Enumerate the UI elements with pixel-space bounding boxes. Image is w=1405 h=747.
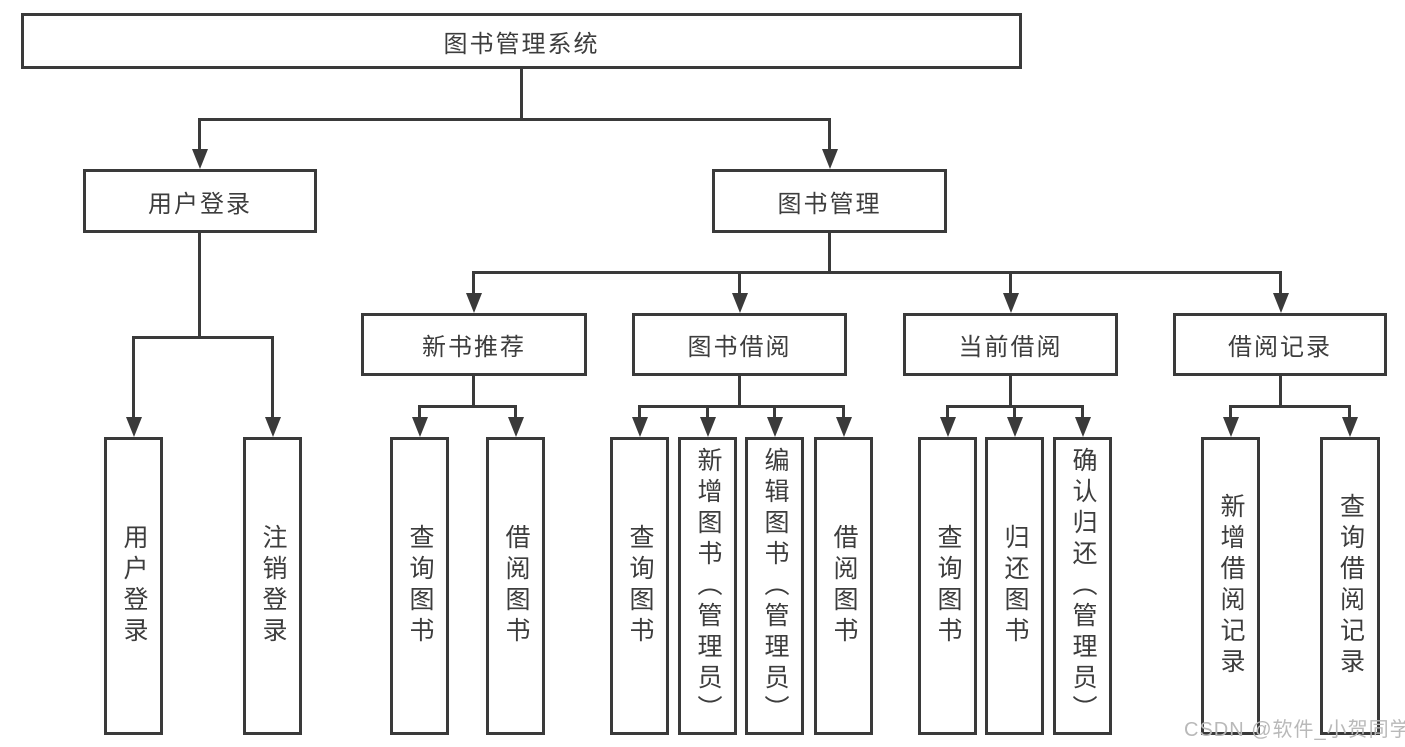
leaf-add-book-admin-label: 新增图书（管理员） <box>694 446 722 726</box>
node-new-book-recommend-label: 新书推荐 <box>422 334 526 361</box>
arrow-down-icon <box>412 417 428 437</box>
node-borrow-records-label: 借阅记录 <box>1228 334 1332 361</box>
connector-to-leaf <box>132 336 135 417</box>
leaf-edit-book-admin-label: 编辑图书（管理员） <box>761 446 789 726</box>
leaf-confirm-return-admin-label: 确认归还（管理员） <box>1069 446 1097 726</box>
node-root: 图书管理系统 <box>21 13 1022 69</box>
arrow-down-icon <box>1003 293 1019 313</box>
arrow-down-icon <box>1007 417 1023 437</box>
arrow-down-icon <box>732 293 748 313</box>
arrow-down-icon <box>1223 417 1239 437</box>
connector-to-new-book <box>472 271 475 293</box>
leaf-borrow-book-1: 借阅图书 <box>486 437 545 735</box>
node-book-management: 图书管理 <box>712 169 947 233</box>
arrow-down-icon <box>836 417 852 437</box>
connector-to-leaf <box>418 405 421 417</box>
leaf-query-book-3: 查询图书 <box>918 437 977 735</box>
arrow-down-icon <box>192 149 208 169</box>
connector-new-book-split <box>418 405 517 408</box>
connector-root-split <box>198 118 831 121</box>
leaf-query-book-2-label: 查询图书 <box>626 524 654 648</box>
leaf-query-book-3-label: 查询图书 <box>934 524 962 648</box>
node-book-management-label: 图书管理 <box>777 190 882 218</box>
leaf-add-borrow-record: 新增借阅记录 <box>1201 437 1260 735</box>
leaf-query-book-2: 查询图书 <box>610 437 669 735</box>
arrow-down-icon <box>265 417 281 437</box>
leaf-add-borrow-record-label: 新增借阅记录 <box>1217 493 1245 679</box>
arrow-down-icon <box>1273 293 1289 313</box>
arrow-down-icon <box>632 417 648 437</box>
leaf-query-borrow-record-label: 查询借阅记录 <box>1336 493 1365 679</box>
connector-to-leaf <box>1348 405 1351 417</box>
connector-book-borrow-split <box>638 405 845 408</box>
connector-to-borrow-records <box>1279 271 1282 293</box>
leaf-return-book: 归还图书 <box>985 437 1044 735</box>
leaf-user-login: 用户登录 <box>104 437 163 735</box>
connector-to-leaf <box>271 336 274 417</box>
connector-to-leaf <box>1013 405 1016 417</box>
connector-new-book-drop <box>472 376 475 405</box>
leaf-borrow-book-2-label: 借阅图书 <box>830 524 858 648</box>
arrow-down-icon <box>822 149 838 169</box>
connector-current-borrow-drop <box>1009 376 1012 405</box>
node-user-login: 用户登录 <box>83 169 317 233</box>
leaf-query-borrow-record: 查询借阅记录 <box>1320 437 1380 735</box>
connector-borrow-records-split <box>1229 405 1351 408</box>
leaf-query-book-1-label: 查询图书 <box>406 524 434 648</box>
arrow-down-icon <box>1075 417 1091 437</box>
leaf-confirm-return-admin: 确认归还（管理员） <box>1053 437 1112 735</box>
connector-to-leaf <box>1229 405 1232 417</box>
connector-to-book-management <box>828 118 831 149</box>
arrow-down-icon <box>1342 417 1358 437</box>
leaf-logout-label: 注销登录 <box>259 524 287 648</box>
arrow-down-icon <box>767 417 783 437</box>
arrow-down-icon <box>700 417 716 437</box>
connector-to-leaf <box>773 405 776 417</box>
arrow-down-icon <box>940 417 956 437</box>
node-current-borrow-label: 当前借阅 <box>958 334 1063 361</box>
leaf-add-book-admin: 新增图书（管理员） <box>678 437 737 735</box>
connector-to-user-login <box>198 118 201 149</box>
leaf-logout: 注销登录 <box>243 437 302 735</box>
arrow-down-icon <box>466 293 482 313</box>
connector-to-leaf <box>842 405 845 417</box>
leaf-query-book-1: 查询图书 <box>390 437 449 735</box>
connector-book-borrow-drop <box>738 376 741 405</box>
leaf-borrow-book-2: 借阅图书 <box>814 437 873 735</box>
connector-to-leaf <box>1081 405 1084 417</box>
connector-to-book-borrow <box>738 271 741 293</box>
node-root-label: 图书管理系统 <box>443 30 600 58</box>
connector-to-current-borrow <box>1009 271 1012 293</box>
connector-to-leaf <box>514 405 517 417</box>
node-user-login-label: 用户登录 <box>148 190 252 218</box>
connector-borrow-records-drop <box>1279 376 1282 405</box>
leaf-edit-book-admin: 编辑图书（管理员） <box>745 437 804 735</box>
connector-to-leaf <box>638 405 641 417</box>
node-book-borrow: 图书借阅 <box>632 313 847 376</box>
connector-root-drop <box>520 69 523 118</box>
connector-to-leaf <box>706 405 709 417</box>
connector-book-management-split <box>472 271 1281 274</box>
connector-book-management-drop <box>828 233 831 271</box>
leaf-return-book-label: 归还图书 <box>1001 524 1029 648</box>
arrow-down-icon <box>508 417 524 437</box>
arrow-down-icon <box>126 417 142 437</box>
node-borrow-records: 借阅记录 <box>1173 313 1387 376</box>
connector-to-leaf <box>946 405 949 417</box>
csdn-watermark: CSDN @软件_小贺同学 <box>1184 719 1405 741</box>
node-new-book-recommend: 新书推荐 <box>361 313 587 376</box>
leaf-user-login-label: 用户登录 <box>120 524 148 648</box>
leaf-borrow-book-1-label: 借阅图书 <box>502 524 530 648</box>
node-book-borrow-label: 图书借阅 <box>687 334 792 361</box>
connector-user-login-split <box>132 336 274 339</box>
connector-user-login-drop <box>198 233 201 336</box>
node-current-borrow: 当前借阅 <box>903 313 1118 376</box>
